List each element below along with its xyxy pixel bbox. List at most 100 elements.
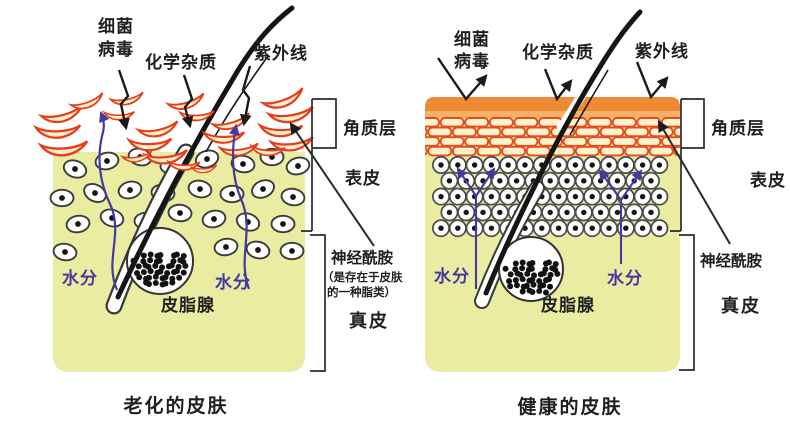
skin-cell [201,209,227,229]
corneum-flake [102,107,136,123]
skin-cell [650,187,669,206]
skin-cell [650,219,669,238]
sebum-granule [147,251,154,258]
sebum-granule [519,265,526,272]
sebum-granule [173,251,180,258]
skin-cell [251,179,275,199]
sebum-granule [554,270,561,277]
aged-dermis-label: 真皮 [349,310,389,331]
skin-cell [608,203,627,222]
sebum-granule [529,289,536,295]
skin-cell [270,214,296,234]
skin-cell [279,241,305,261]
healthy-sebum-film [425,97,680,112]
skin-cell [633,187,652,206]
moisture-escape-arrow-left [98,110,119,291]
sebum-granule [147,268,154,275]
sebum-granule [135,263,142,270]
sebum-granule [147,257,154,264]
healthy-skin-caption: 健康的皮肤 [517,395,622,418]
moisture-branch-right-a [598,169,622,201]
sebum-granule [169,279,176,286]
healthy-moisture-label-left: 水分 [434,266,470,286]
sebum-granule [152,262,159,269]
threat-arrows-aged [117,65,252,131]
corneum-brick [599,126,625,138]
skin-cell [600,219,618,238]
aged-uv-label: 紫外线 [254,43,308,63]
corneum-brick [648,145,674,157]
healthy-sebaceous-gland-label: 皮脂腺 [541,295,595,315]
corneum-brick [425,126,428,138]
skin-cell [448,156,467,174]
corneum-brick [611,136,637,147]
sebum-granule [507,283,514,290]
ceramide-pointer-line [289,122,375,247]
skin-cell [574,203,593,222]
sebum-granule [176,274,183,281]
corneum-brick [513,136,539,147]
moisture-escape-arrow-right [229,123,251,290]
corneum-brick [464,136,490,147]
skin-cell [549,219,568,238]
corneum-brick [425,117,440,128]
corneum-bracket [312,98,337,149]
skin-cell [432,187,450,206]
dermis-bracket [679,234,695,371]
corneum-brick [611,117,637,128]
skin-cell [213,237,239,257]
healthy-layer-brackets [657,98,731,371]
skin-cell [83,183,107,203]
sebum-granule [552,261,559,267]
skin-cell [482,187,501,206]
skin-cell [499,156,518,174]
corneum-brick [439,136,465,147]
skin-cell [650,156,669,174]
corneum-brick [525,126,551,138]
skin-cell [230,154,256,174]
corneum-brick [451,126,477,138]
skin-cell [245,240,271,260]
corneum-brick [648,126,674,138]
sebum-granule [152,280,159,286]
aged-moisture-label-right: 水分 [215,272,251,292]
aged-ceramide-label: 神经酰胺 [331,248,394,267]
sebum-granule [180,269,187,276]
healthy-corneum-label: 角质层 [711,118,765,138]
sebum-granule [156,257,163,264]
deflect-arrow-chemical [543,68,573,102]
sebum-granule [519,276,526,283]
skin-cell [280,187,306,207]
skin-cell [499,187,518,206]
corneum-brick [501,145,527,157]
sebum-granule [136,274,143,281]
healthy-chemical-label: 化学杂质 [522,42,594,62]
skin-cell [516,156,534,174]
aged-bacteria-label-line2: 病毒 [98,39,134,59]
corneum-flake [34,121,82,141]
threat-arrows-healthy [437,57,669,102]
skin-cell [285,156,311,176]
skin-cell [566,187,585,206]
skin-cell [117,180,143,200]
epidermis-bracket [301,99,313,232]
skin-cell [583,187,602,206]
skin-cell [482,156,501,174]
corneum-flake [136,120,180,140]
threat-arrow-uv [240,65,252,127]
aged-moisture-label-left: 水分 [62,268,98,288]
sebum-granule [512,260,519,267]
sebum-granule [140,269,147,276]
aged-ceramide-note-line1: （是存在于皮肤 [322,270,403,284]
skin-cell [62,159,88,179]
skin-cell [94,151,120,171]
skin-cell [99,208,125,228]
threat-arrow-chemical [181,74,194,129]
corneum-brick [439,117,465,128]
sebum-granule [182,262,189,269]
corneum-brick [427,145,453,157]
corneum-brick [636,136,662,147]
skin-cell [507,171,526,190]
sebum-granule [512,277,519,284]
